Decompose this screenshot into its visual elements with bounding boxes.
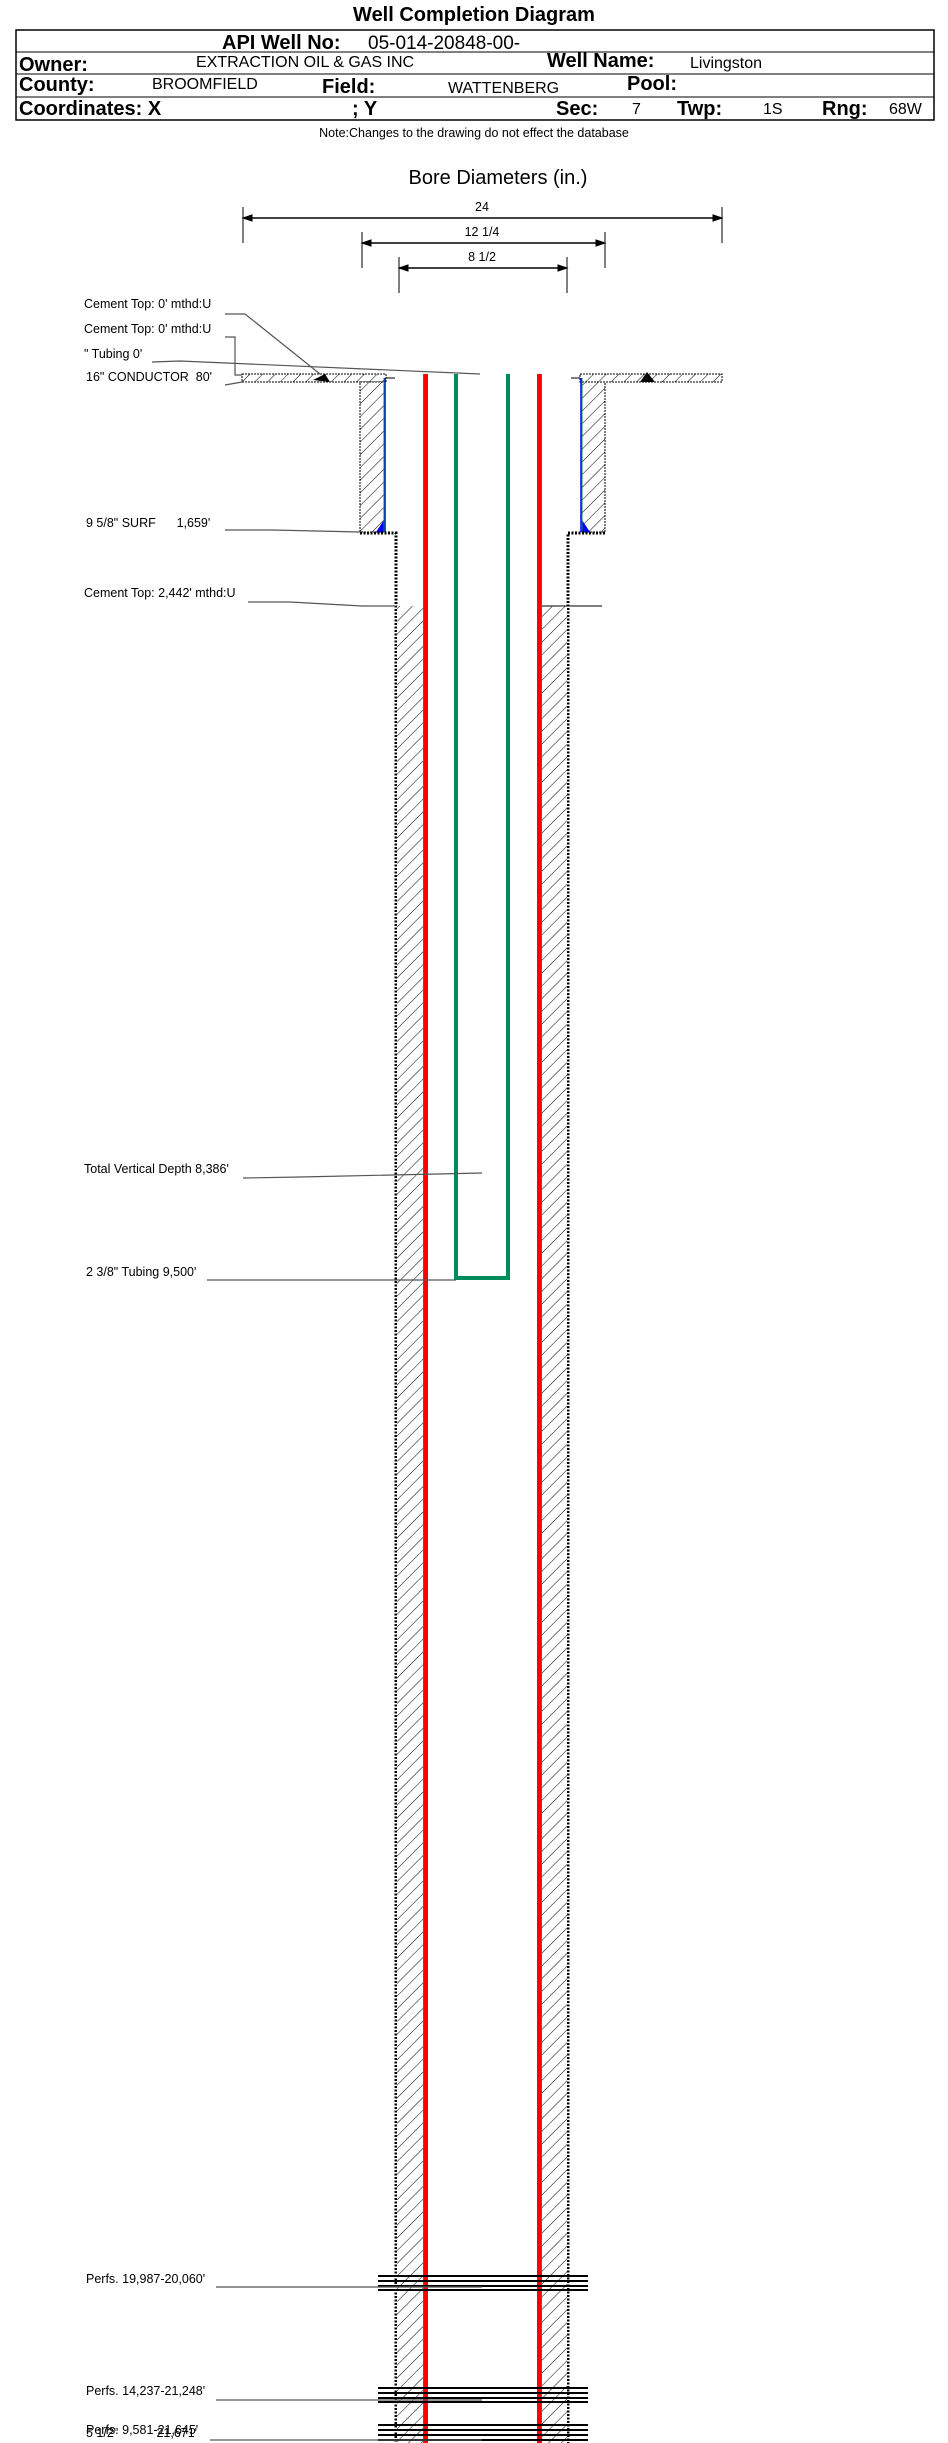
production-casing-right xyxy=(537,374,541,2443)
county-label: County: xyxy=(19,74,95,96)
production-casing-left xyxy=(424,374,428,2443)
tubing xyxy=(454,374,510,1280)
wellbore xyxy=(241,372,723,2443)
dimension-label-8-1-2: 8 1/2 xyxy=(468,250,496,264)
production-casing-label: 5 1/2" 21,671' xyxy=(86,2426,197,2440)
production-cement-right xyxy=(540,606,567,2443)
cement-top-marker-right xyxy=(640,372,655,382)
page-title: Well Completion Diagram xyxy=(353,4,595,26)
api-label: API Well No: xyxy=(222,32,341,54)
conductor-cement-left xyxy=(241,373,387,383)
production-cement-left xyxy=(397,606,424,2443)
surface-cement-right xyxy=(581,381,606,533)
sec-label: Sec: xyxy=(556,98,598,120)
perfs-label-3: Perfs. 9,581-21,645' xyxy=(86,2423,198,2437)
field-value: WATTENBERG xyxy=(448,80,559,97)
twp-value: 1S xyxy=(763,101,783,118)
pool-label: Pool: xyxy=(627,73,677,95)
well-name-value: Livingston xyxy=(690,55,762,72)
conductor-label: 16" CONDUCTOR 80' xyxy=(86,370,212,384)
county-value: BROOMFIELD xyxy=(152,76,258,93)
perforations-2 xyxy=(378,2387,588,2403)
api-value: 05-014-20848-00- xyxy=(368,33,520,54)
header-table: API Well No: 05-014-20848-00- Owner: EXT… xyxy=(15,29,935,121)
dimension-12-1-4 xyxy=(360,232,607,268)
surface-casing-label: 9 5/8" SURF 1,659' xyxy=(86,516,210,530)
rng-label: Rng: xyxy=(822,98,868,120)
cement-shoe-right xyxy=(582,520,590,532)
cement-shoe-left xyxy=(376,520,384,532)
tubing-top-label: " Tubing 0' xyxy=(84,347,142,361)
perforations-1 xyxy=(378,2275,588,2291)
note-text: Note:Changes to the drawing do not effec… xyxy=(319,126,629,140)
tubing-label: 2 3/8" Tubing 9,500' xyxy=(86,1265,196,1279)
coord-x-label: Coordinates: X xyxy=(19,98,162,120)
cement-top-label-1: Cement Top: 0' mthd:U xyxy=(84,297,211,311)
dimension-label-12-1-4: 12 1/4 xyxy=(465,225,500,239)
dimension-8-1-2 xyxy=(397,257,569,293)
owner-value: EXTRACTION OIL & GAS INC xyxy=(196,54,414,71)
twp-label: Twp: xyxy=(677,98,722,120)
coord-y-label: ; Y xyxy=(352,98,378,120)
surface-cement-left xyxy=(359,381,385,533)
dimension-24 xyxy=(241,207,724,243)
leader-lines xyxy=(151,313,483,2441)
perfs-label-2: Perfs. 14,237-21,248' xyxy=(86,2384,205,2398)
bore-diameters-title: Bore Diameters (in.) xyxy=(409,167,588,189)
cement-top-marker-left xyxy=(313,374,330,382)
owner-label: Owner: xyxy=(19,54,88,76)
sec-value: 7 xyxy=(632,101,641,118)
total-vertical-depth-label: Total Vertical Depth 8,386' xyxy=(84,1162,229,1176)
cement-top-label-3: Cement Top: 2,442' mthd:U xyxy=(84,586,236,600)
perfs-label-1: Perfs. 19,987-20,060' xyxy=(86,2272,205,2286)
cement-top-label-2: Cement Top: 0' mthd:U xyxy=(84,322,211,336)
field-label: Field: xyxy=(322,76,375,98)
well-name-label: Well Name: xyxy=(547,50,654,72)
rng-value: 68W xyxy=(889,101,923,118)
dimension-label-24: 24 xyxy=(475,200,489,214)
